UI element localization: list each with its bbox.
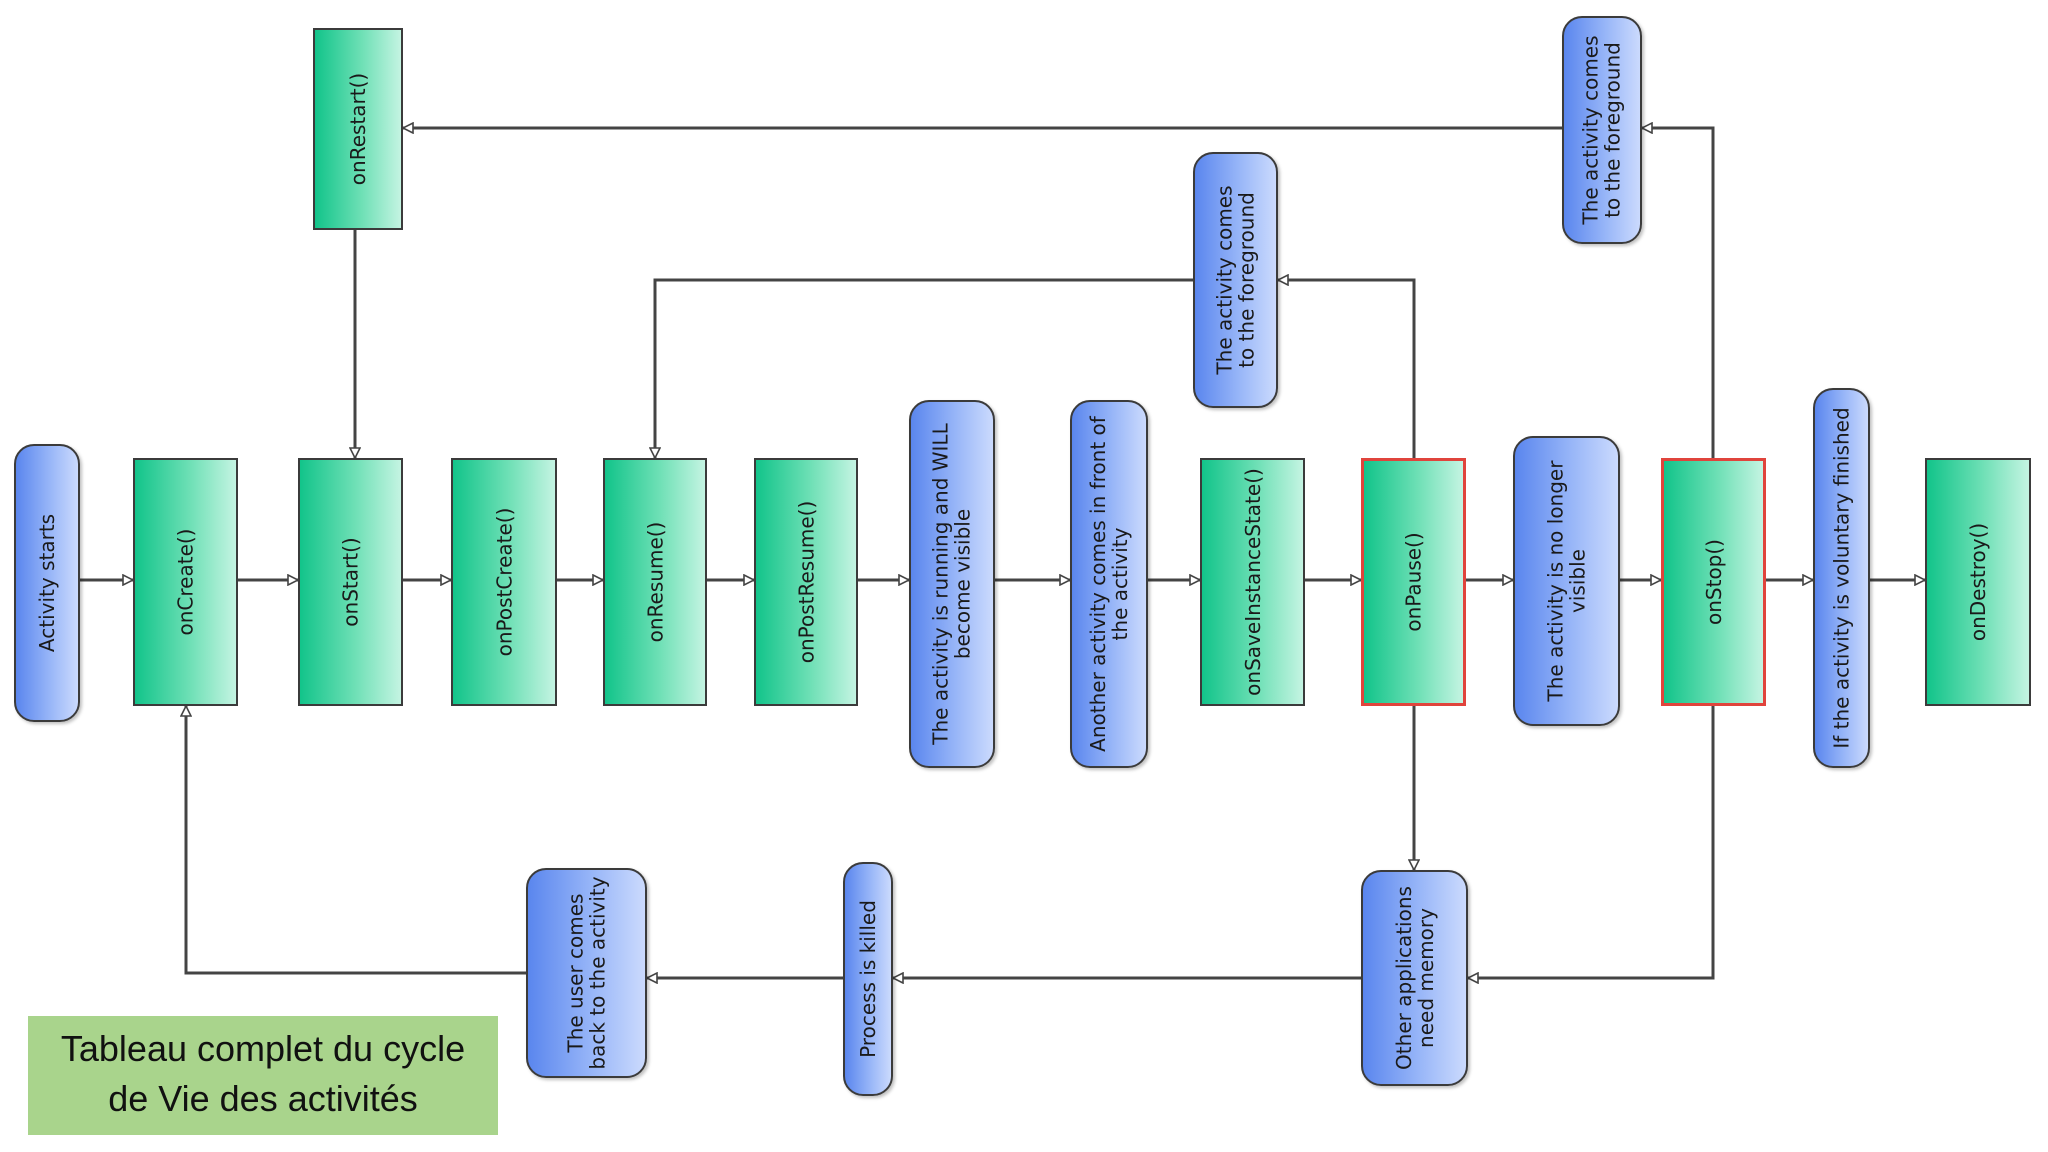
- arrow-stop-to-foreground2: [1642, 128, 1715, 458]
- running-visible-node: The activity is running and WILL become …: [909, 400, 995, 768]
- foreground-label-2: The activity comes to the foreground: [1579, 35, 1626, 225]
- running-visible-label: The activity is running and WILL become …: [929, 423, 976, 745]
- on-post-create-label: onPostCreate(): [492, 507, 517, 657]
- caption-line-2: de Vie des activités: [108, 1078, 418, 1119]
- on-stop-node: onStop(): [1661, 458, 1766, 706]
- process-killed-node: Process is killed: [843, 862, 893, 1096]
- on-post-create-node: onPostCreate(): [451, 458, 557, 706]
- on-post-resume-label: onPostResume(): [794, 500, 818, 664]
- on-pause-node: onPause(): [1361, 458, 1466, 706]
- on-destroy-node: onDestroy(): [1925, 458, 2031, 706]
- on-restart-label: onRestart(): [346, 72, 370, 186]
- other-apps-memory-label: Other applications need memory: [1391, 886, 1438, 1070]
- on-start-node: onStart(): [298, 458, 403, 706]
- no-longer-visible-node: The activity is no longer visible: [1513, 436, 1620, 726]
- user-comes-back-label: The user comes back to the activity: [563, 876, 610, 1070]
- foreground-label-1: The activity comes to the foreground: [1212, 185, 1259, 375]
- on-resume-label: onResume(): [643, 521, 668, 643]
- caption-line-1: Tableau complet du cycle: [60, 1028, 466, 1069]
- on-create-node: onCreate(): [133, 458, 238, 706]
- on-post-resume-node: onPostResume(): [754, 458, 858, 706]
- on-resume-node: onResume(): [603, 458, 707, 706]
- on-start-label: onStart(): [338, 537, 363, 627]
- voluntary-finished-label: If the activity is voluntary finished: [1829, 407, 1854, 749]
- arrow-foreground1-to-resume: [655, 278, 1193, 458]
- another-activity-label: Another activity comes in front of the a…: [1086, 416, 1132, 752]
- arrow-pause-to-foreground1: [1278, 280, 1416, 458]
- caption-box: Tableau complet du cycle de Vie des acti…: [28, 1016, 498, 1135]
- user-comes-back-node: The user comes back to the activity: [526, 868, 647, 1078]
- on-create-label: onCreate(): [173, 528, 198, 636]
- another-activity-node: Another activity comes in front of the a…: [1070, 400, 1148, 768]
- on-save-instance-state-label: onSaveInstanceState(): [1240, 468, 1265, 696]
- on-save-instance-state-node: onSaveInstanceState(): [1200, 458, 1305, 706]
- activity-starts-node: Activity starts: [14, 444, 80, 722]
- process-killed-label: Process is killed: [856, 900, 880, 1058]
- foreground-node-2: The activity comes to the foreground: [1562, 16, 1642, 244]
- on-restart-node: onRestart(): [313, 28, 403, 230]
- foreground-node-1: The activity comes to the foreground: [1193, 152, 1278, 408]
- on-destroy-label: onDestroy(): [1966, 522, 1990, 642]
- on-stop-label: onStop(): [1701, 539, 1726, 625]
- activity-starts-label: Activity starts: [35, 513, 59, 653]
- arrow-usercomes-to-create: [186, 706, 526, 975]
- arrow-stop-to-othermemory: [1468, 706, 1715, 978]
- on-pause-label: onPause(): [1401, 532, 1426, 632]
- other-apps-memory-node: Other applications need memory: [1361, 870, 1468, 1086]
- no-longer-visible-label: The activity is no longer visible: [1543, 460, 1590, 702]
- voluntary-finished-node: If the activity is voluntary finished: [1813, 388, 1870, 768]
